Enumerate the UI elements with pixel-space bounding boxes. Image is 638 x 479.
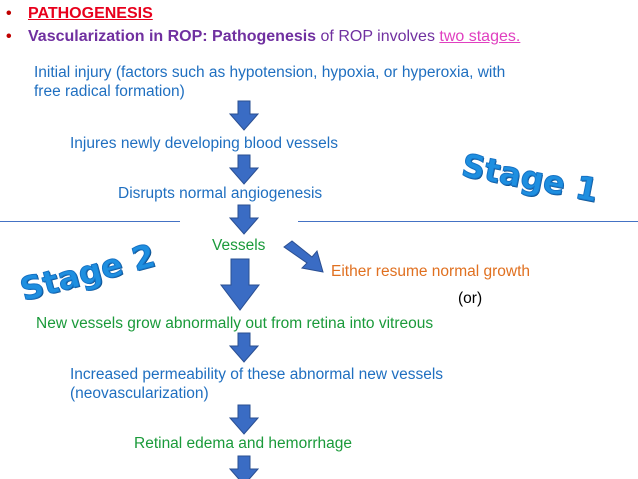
bullet-marker: • [6, 28, 12, 45]
bullet-pathogenesis: • PATHOGENESIS [6, 4, 153, 24]
bullet-marker: • [6, 5, 12, 22]
stage-divider-right [298, 221, 638, 222]
down-arrow-6 [228, 404, 260, 435]
step-vessels: Vessels [212, 237, 266, 254]
step-disrupts-angiogenesis: Disrupts normal angiogenesis [118, 185, 323, 202]
step-initial-injury-line1: Initial injury (factors such as hypotens… [34, 64, 506, 81]
down-arrow-7 [228, 455, 260, 479]
step-retinal-edema: Retinal edema and hemorrhage [134, 435, 352, 452]
branch-or: (or) [458, 290, 483, 307]
step-injures-vessels: Injures newly developing blood vessels [70, 135, 338, 152]
vascularization-heading: Vascularization in ROP: Pathogenesis [28, 28, 317, 45]
pathogenesis-heading: PATHOGENESIS [28, 5, 153, 22]
diagonal-arrow [283, 240, 324, 273]
down-arrow-3 [228, 204, 260, 235]
down-arrow-1 [228, 100, 260, 131]
step-new-vessels-abnormal: New vessels grow abnormally out from ret… [36, 315, 434, 332]
stage-2-label: Stage 2 [15, 236, 160, 309]
step-increased-permeability-line2: (neovascularization) [70, 385, 209, 402]
down-arrow-4 [219, 258, 261, 311]
two-stages-link[interactable]: two stages. [439, 28, 521, 45]
vascularization-text: of ROP involves [316, 28, 440, 45]
stage-1-label: Stage 1 [458, 146, 602, 211]
bullet-vascularization: • Vascularization in ROP: Pathogenesis of… [6, 27, 520, 47]
down-arrow-5 [228, 332, 260, 363]
step-initial-injury-line2: free radical formation) [34, 83, 185, 100]
branch-resume-growth: Either resume normal growth [331, 263, 530, 280]
down-arrow-2 [228, 154, 260, 185]
stage-divider-left [0, 221, 180, 222]
step-increased-permeability-line1: Increased permeability of these abnormal… [70, 366, 444, 383]
